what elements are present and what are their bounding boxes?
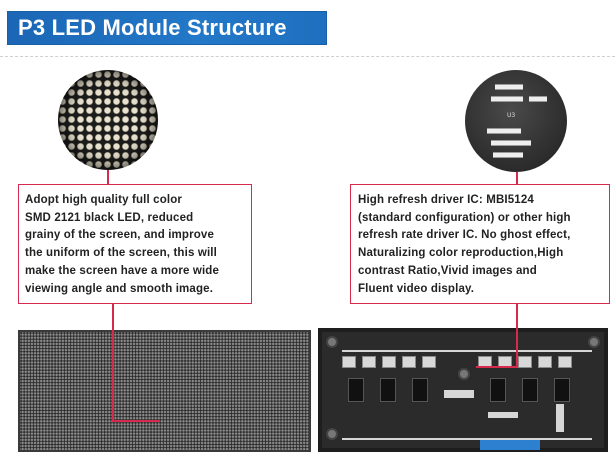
callout-line: viewing angle and smooth image. [25,282,214,295]
leader-line [476,366,518,368]
leader-line [107,170,109,184]
screw-icon [588,336,600,348]
ic-chip [380,378,396,402]
led-description-callout: Adopt high quality full color SMD 2121 b… [18,184,252,304]
callout-line: Naturalizing color reproduction,High [358,247,564,260]
screw-icon [326,428,338,440]
screw-icon [458,368,470,380]
pcb-silkscreen-label: U3 [507,112,516,119]
driver-ic-description-callout: High refresh driver IC: MBI5124 (standar… [350,184,610,304]
connector [402,356,416,368]
ic-chip [495,84,523,90]
pin-header [556,404,564,432]
connector [362,356,376,368]
ic-chip [412,378,428,402]
leader-line [516,172,518,184]
connector [538,356,552,368]
callout-line: Fluent video display. [358,282,475,295]
ic-chip [522,378,538,402]
connector [558,356,572,368]
ic-chip [529,96,547,102]
led-module-back-image [318,328,608,452]
callout-line: contrast Ratio,Vivid images and [358,264,537,277]
title-banner: P3 LED Module Structure [8,12,326,44]
callout-line: SMD 2121 black LED, reduced [25,211,194,224]
page-title: P3 LED Module Structure [18,15,287,40]
callout-line: grainy of the screen, and improve [25,229,215,242]
dashed-divider [0,56,615,57]
led-module-front-image [18,330,311,452]
leader-line [112,304,114,422]
ic-chip [490,378,506,402]
connector [342,356,356,368]
ic-chip [554,378,570,402]
pcb-header-strip [342,438,592,440]
callout-line: Adopt high quality full color [25,194,183,206]
pcb-sticker [480,440,540,450]
led-closeup-image [58,70,158,170]
connector [518,356,532,368]
ic-chip [491,96,523,102]
pin-header [444,390,474,398]
ic-chip [487,128,521,134]
ic-chip [491,140,531,146]
leader-line [516,304,518,368]
screw-icon [326,336,338,348]
callout-line: (standard configuration) or other high [358,211,571,224]
ic-chip [493,152,523,158]
leader-line [112,420,160,422]
driver-ic-closeup-image: U3 [465,70,567,172]
callout-line: the uniform of the screen, this will [25,247,217,260]
ic-chip [348,378,364,402]
connector [422,356,436,368]
callout-line: High refresh driver IC: MBI5124 [358,194,534,206]
pcb-header-strip [342,350,592,352]
pin-header [488,412,518,418]
callout-line: refresh rate driver IC. No ghost effect, [358,229,571,242]
connector [382,356,396,368]
callout-line: make the screen have a more wide [25,264,220,277]
